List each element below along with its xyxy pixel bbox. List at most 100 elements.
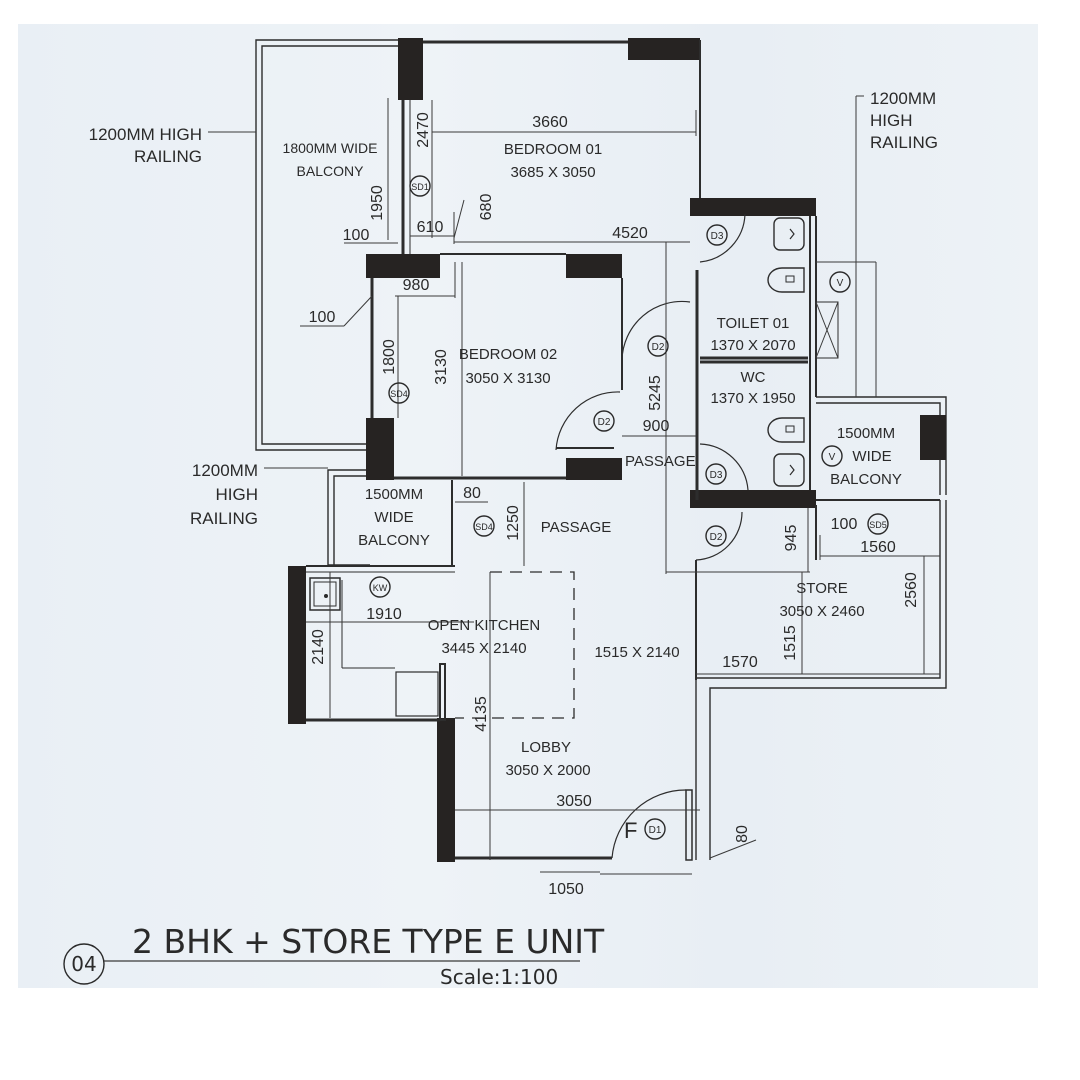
svg-text:SD4: SD4 (390, 389, 408, 399)
railing-callout-mid-left-line3: RAILING (190, 509, 258, 528)
wc-commode-icon (767, 417, 805, 443)
title-block: 04 2 BHK + STORE TYPE E UNIT Scale:1:100 (63, 922, 605, 989)
dining-area-size: 1515 X 2140 (594, 644, 679, 661)
svg-text:100: 100 (831, 516, 858, 533)
tag-sd4-bedroom: SD4 (388, 382, 410, 404)
svg-text:V: V (829, 452, 836, 463)
svg-text:1250: 1250 (505, 505, 522, 541)
balcony-1500-left-line2: WIDE (374, 509, 413, 526)
svg-text:1950: 1950 (369, 185, 386, 221)
svg-text:4135: 4135 (473, 696, 490, 732)
bedroom-01-size: 3685 X 3050 (510, 164, 595, 181)
railing-callout-top-left-line1: 1200MM HIGH (89, 125, 202, 144)
tag-kw: KW (369, 576, 391, 598)
railing-callout-top-left-line2: RAILING (134, 147, 202, 166)
balcony-1500-right-line3: BALCONY (830, 471, 902, 488)
bedroom-02-size: 3050 X 3130 (465, 370, 550, 387)
balcony-1500-right-railing (816, 396, 947, 495)
svg-text:1910: 1910 (366, 606, 402, 623)
drawing-number: 04 (71, 952, 96, 976)
balcony-1500-right-line2: WIDE (852, 448, 891, 465)
balcony-1800-railing (255, 39, 398, 451)
svg-text:945: 945 (783, 525, 800, 552)
railing-callout-top-right-line3: RAILING (870, 133, 938, 152)
scanned-sheet (18, 24, 1038, 988)
railing-callout-top-right-line1: 1200MM (870, 89, 936, 108)
tag-v-shaft: V (829, 271, 851, 293)
svg-text:610: 610 (417, 219, 444, 236)
svg-text:1515: 1515 (782, 625, 799, 661)
open-kitchen-size: 3445 X 2140 (441, 640, 526, 657)
open-kitchen-dashed-zone (455, 571, 575, 719)
store-railing (695, 500, 947, 860)
balcony-1500-left-line3: BALCONY (358, 532, 430, 549)
kitchen-sink-icon (309, 577, 341, 611)
svg-text:80: 80 (734, 825, 751, 843)
svg-text:1570: 1570 (722, 654, 758, 671)
svg-text:80: 80 (463, 485, 481, 502)
passage-upper-label: PASSAGE (625, 453, 696, 470)
toilet-commode-icon (767, 267, 805, 293)
balcony-1500-right-line1: 1500MM (837, 425, 895, 442)
railing-callout-top-right-line2: HIGH (870, 111, 913, 130)
svg-text:4520: 4520 (612, 225, 648, 242)
lobby-name: LOBBY (521, 739, 571, 756)
toilet-01-size: 1370 X 2070 (710, 337, 795, 354)
tag-v-balcony: V (821, 445, 843, 467)
toilet-washbasin-icon (773, 217, 805, 251)
svg-text:5245: 5245 (647, 375, 664, 411)
svg-text:900: 900 (643, 418, 670, 435)
svg-text:980: 980 (403, 277, 430, 294)
drawing-scale: Scale:1:100 (440, 965, 558, 989)
svg-text:100: 100 (309, 309, 336, 326)
tag-d3-toilet: D3 (706, 224, 728, 246)
tag-d2-bedroom: D2 (593, 410, 615, 432)
svg-text:1050: 1050 (548, 881, 584, 898)
svg-text:V: V (837, 278, 844, 289)
svg-text:1800: 1800 (381, 339, 398, 375)
toilet-01-name: TOILET 01 (717, 315, 790, 332)
svg-text:1560: 1560 (860, 539, 896, 556)
balcony-1500-left-line1: 1500MM (365, 486, 423, 503)
svg-text:KW: KW (373, 583, 388, 593)
open-kitchen-name: OPEN KITCHEN (428, 617, 541, 634)
svg-text:3660: 3660 (532, 114, 568, 131)
partition-walls (306, 40, 940, 861)
railing-callout-mid-left-line2: HIGH (216, 485, 259, 504)
wc-name: WC (741, 369, 766, 386)
svg-text:D3: D3 (711, 231, 724, 242)
svg-text:SD1: SD1 (411, 182, 429, 192)
passage-lower-label: PASSAGE (541, 519, 612, 536)
svg-text:100: 100 (343, 227, 370, 244)
door-window-tags: SD1 SD4 SD4 SD5 D2 D2 D2 D3 D3 D1 KW V V (369, 175, 889, 840)
svg-text:3130: 3130 (433, 349, 450, 385)
tag-sd1: SD1 (409, 175, 431, 197)
svg-text:D1: D1 (649, 825, 662, 836)
fire-door-marker: F (624, 818, 637, 843)
tag-d1: D1 (644, 818, 666, 840)
svg-text:3050: 3050 (556, 793, 592, 810)
bedroom-01-name: BEDROOM 01 (504, 141, 602, 158)
balcony-1800-label-line1: 1800MM WIDE (283, 140, 378, 156)
drawing-title: 2 BHK + STORE TYPE E UNIT (132, 922, 605, 961)
wc-washbasin-icon (773, 453, 805, 487)
svg-text:SD4: SD4 (475, 522, 493, 532)
door-swings (555, 213, 749, 859)
lobby-size: 3050 X 2000 (505, 762, 590, 779)
balcony-1800-label-line2: BALCONY (297, 163, 365, 179)
tag-d2-upper: D2 (647, 335, 669, 357)
structural-walls (288, 38, 946, 862)
svg-text:2470: 2470 (415, 112, 432, 148)
wc-size: 1370 X 1950 (710, 390, 795, 407)
shaft-icon (815, 301, 839, 359)
dimension-values: 3660 610 100 4520 980 100 900 80 100 156… (309, 112, 920, 898)
bedroom-02-name: BEDROOM 02 (459, 346, 557, 363)
svg-text:D3: D3 (710, 470, 723, 481)
tag-d3-wc: D3 (705, 463, 727, 485)
railing-callout-mid-left-line1: 1200MM (192, 461, 258, 480)
balcony-1500-left-railing (327, 469, 372, 566)
dimension-lines (208, 95, 940, 875)
svg-text:680: 680 (478, 194, 495, 221)
tag-d2-store: D2 (705, 525, 727, 547)
